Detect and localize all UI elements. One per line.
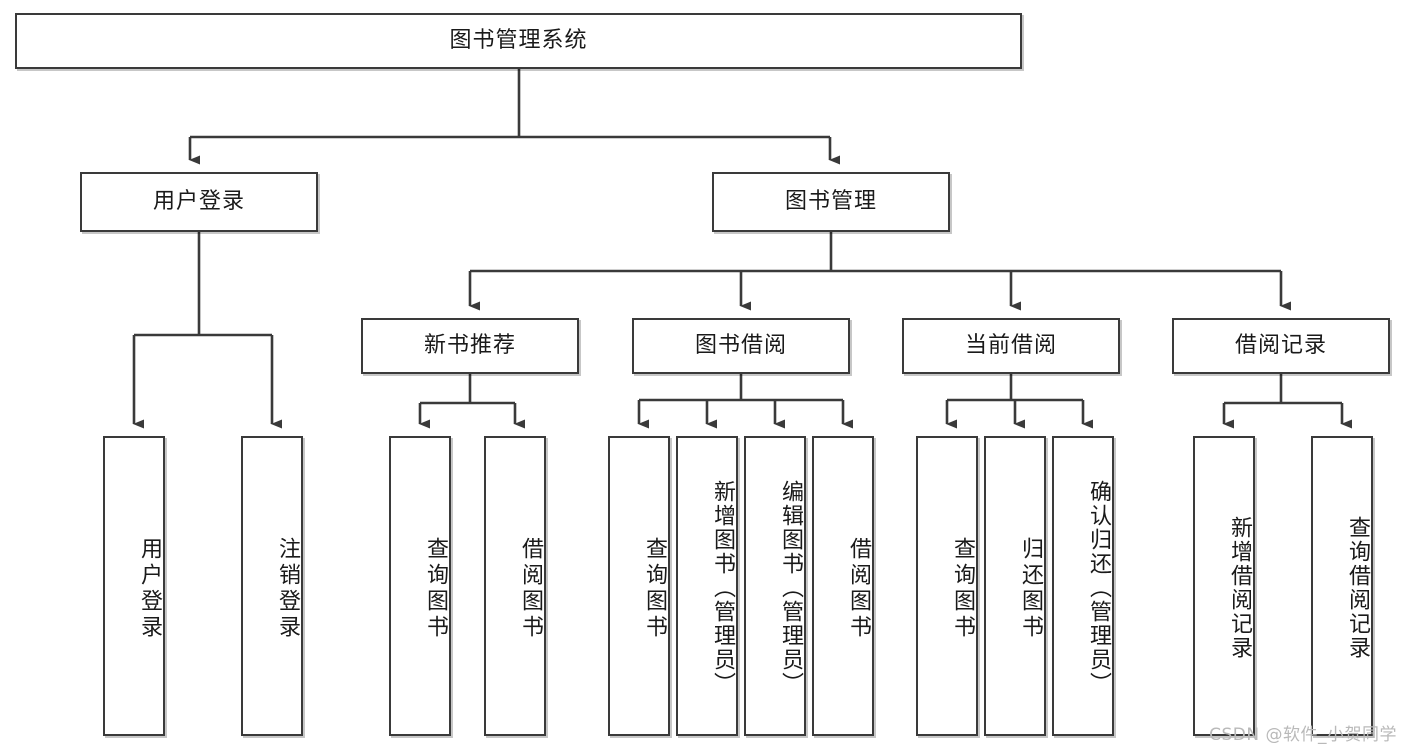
node-leaf-add-record-label: 新增借阅记录 (1227, 515, 1252, 660)
node-leaf-borrow-book-2-label: 借阅图书 (846, 537, 871, 641)
node-leaf-borrow-book-1-label: 借阅图书 (518, 537, 543, 641)
node-current-borrow-label: 当前借阅 (964, 332, 1057, 358)
node-leaf-query-record[interactable]: 查询借阅记录 (1311, 436, 1373, 736)
node-leaf-confirm-return[interactable]: 确认归还（管理员） (1052, 436, 1114, 736)
node-leaf-query-book-2[interactable]: 查询图书 (608, 436, 670, 736)
node-leaf-edit-book[interactable]: 编辑图书（管理员） (744, 436, 806, 736)
node-leaf-query-book-2-label: 查询图书 (642, 537, 667, 641)
node-leaf-borrow-book-2[interactable]: 借阅图书 (812, 436, 874, 736)
node-leaf-query-book-1-label: 查询图书 (423, 537, 448, 641)
node-new-book-rec[interactable]: 新书推荐 (361, 318, 579, 374)
node-leaf-return-book[interactable]: 归还图书 (984, 436, 1046, 736)
node-leaf-logout[interactable]: 注销登录 (241, 436, 303, 736)
node-user-login-label: 用户登录 (152, 188, 245, 214)
node-book-manage-label: 图书管理 (784, 188, 877, 214)
node-leaf-logout-label: 注销登录 (275, 537, 300, 641)
node-current-borrow[interactable]: 当前借阅 (902, 318, 1120, 374)
node-leaf-query-book-1[interactable]: 查询图书 (389, 436, 451, 736)
node-borrow-record-label: 借阅记录 (1234, 332, 1327, 358)
node-new-book-rec-label: 新书推荐 (423, 332, 516, 358)
node-leaf-query-book-3-label: 查询图书 (950, 537, 975, 641)
node-leaf-add-book[interactable]: 新增图书（管理员） (676, 436, 738, 736)
node-leaf-add-record[interactable]: 新增借阅记录 (1193, 436, 1255, 736)
node-user-login[interactable]: 用户登录 (80, 172, 318, 232)
node-book-borrow[interactable]: 图书借阅 (632, 318, 850, 374)
node-leaf-user-login[interactable]: 用户登录 (103, 436, 165, 736)
node-leaf-confirm-return-label: 确认归还（管理员） (1086, 479, 1111, 696)
node-leaf-add-book-label: 新增图书（管理员） (710, 479, 735, 696)
node-leaf-query-book-3[interactable]: 查询图书 (916, 436, 978, 736)
node-root[interactable]: 图书管理系统 (15, 13, 1022, 69)
node-leaf-borrow-book-1[interactable]: 借阅图书 (484, 436, 546, 736)
node-leaf-user-login-label: 用户登录 (137, 537, 162, 641)
node-borrow-record[interactable]: 借阅记录 (1172, 318, 1390, 374)
node-leaf-query-record-label: 查询借阅记录 (1345, 515, 1370, 660)
node-book-manage[interactable]: 图书管理 (712, 172, 950, 232)
node-leaf-edit-book-label: 编辑图书（管理员） (778, 479, 803, 696)
node-book-borrow-label: 图书借阅 (694, 332, 787, 358)
csdn-watermark: CSDN @软件_小贺同学 (1209, 725, 1397, 745)
node-leaf-return-book-label: 归还图书 (1018, 537, 1043, 641)
node-root-label: 图书管理系统 (449, 27, 588, 53)
